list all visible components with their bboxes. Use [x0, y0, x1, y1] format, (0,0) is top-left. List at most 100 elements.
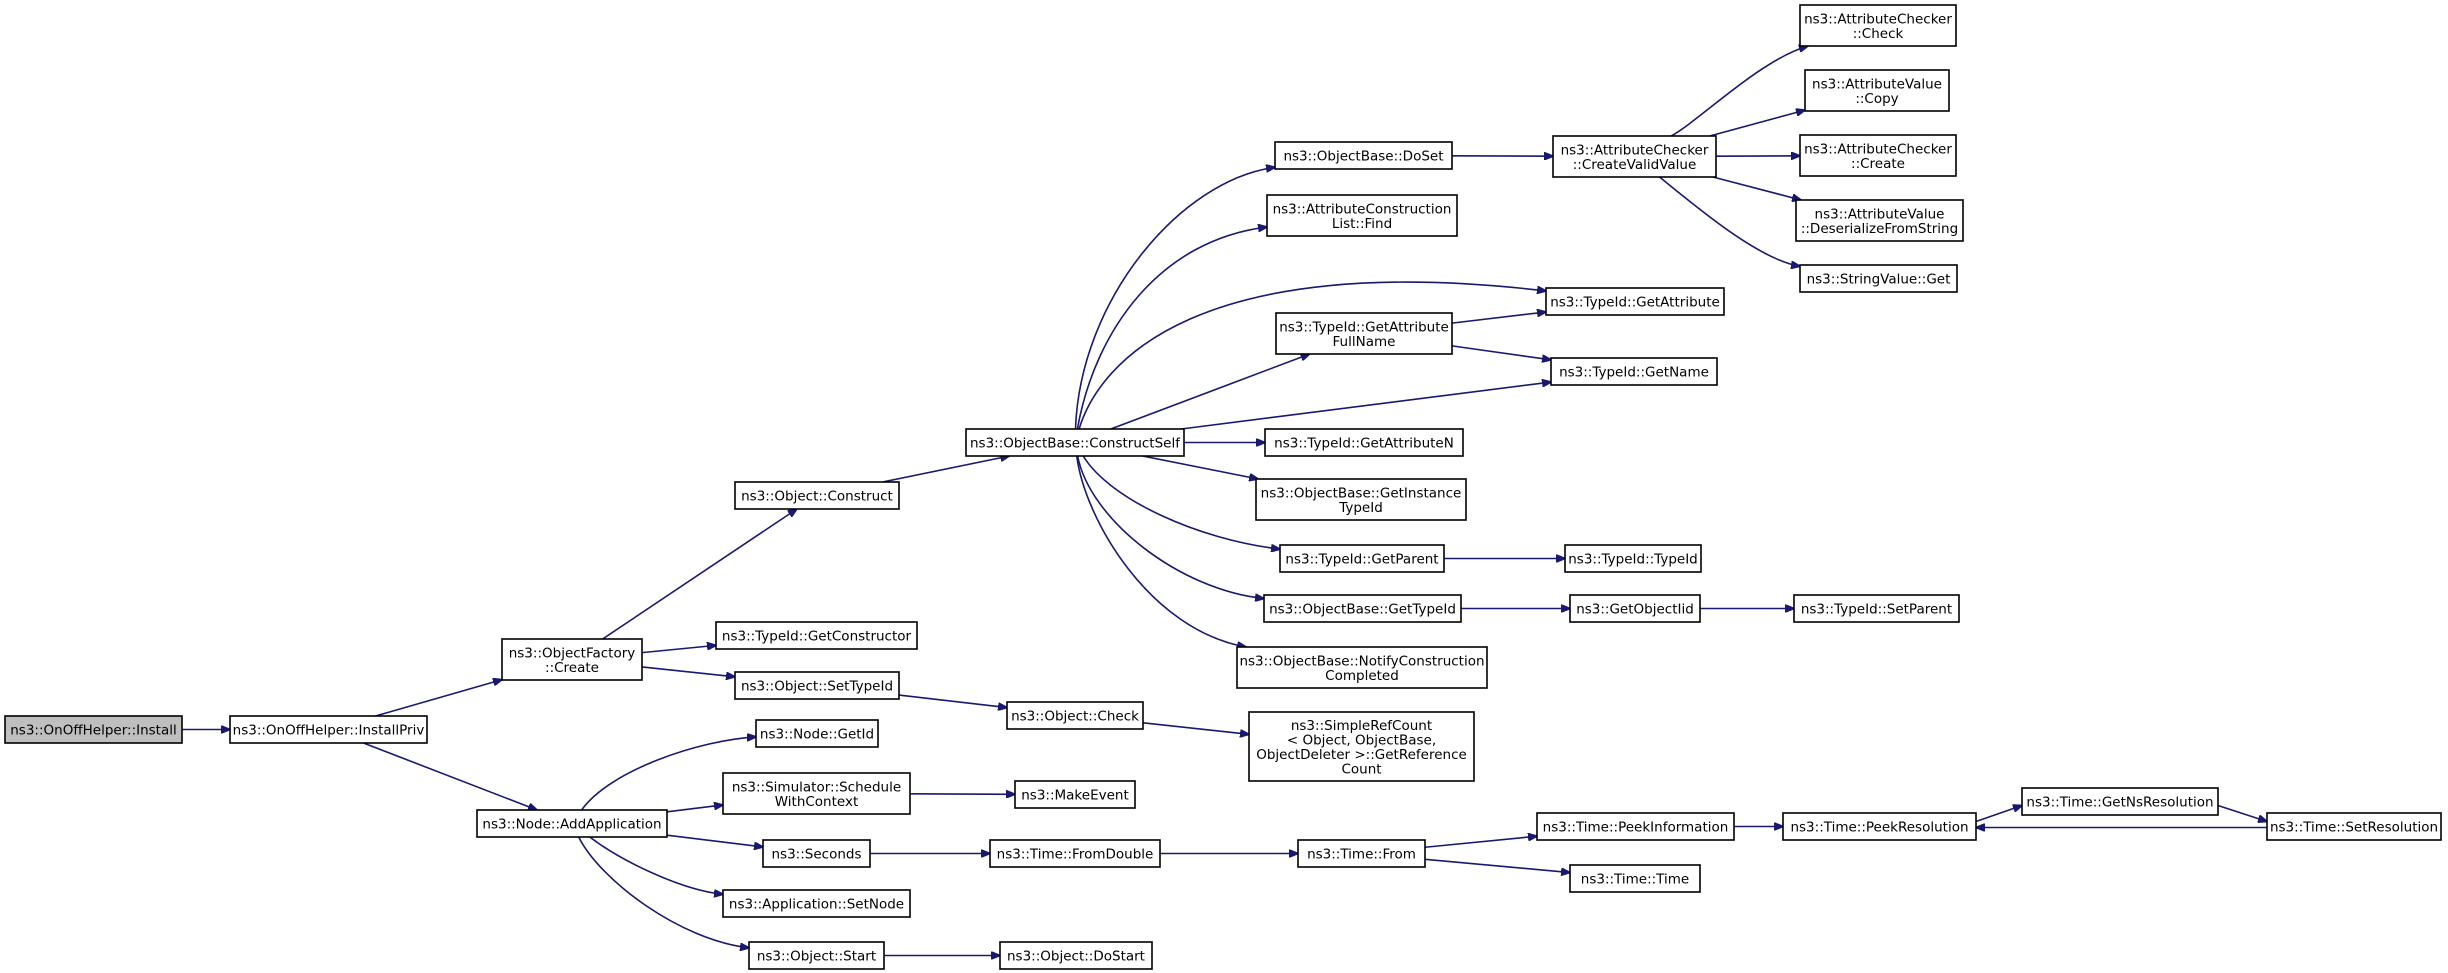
node-objbase_notify[interactable]: ns3::ObjectBase::NotifyConstructionCompl… — [1236, 646, 1488, 689]
edge-constructself-to-objbase_notify — [1075, 455, 1246, 647]
node-app_setnode[interactable]: ns3::Application::SetNode — [722, 889, 911, 918]
node-typeid_getparent[interactable]: ns3::TypeId::GetParent — [1279, 544, 1445, 573]
edge-time_from-to-time_peekinfo — [1424, 836, 1537, 849]
node-install[interactable]: ns3::OnOffHelper::Install — [4, 715, 183, 744]
node-typeid_getattributen[interactable]: ns3::TypeId::GetAttributeN — [1264, 428, 1464, 457]
node-stringvalue_get[interactable]: ns3::StringValue::Get — [1799, 264, 1958, 293]
node-box — [1263, 594, 1462, 623]
edge-objfactory_create-to-object_construct — [602, 509, 797, 640]
node-label: FullName — [1333, 334, 1396, 350]
node-label: ns3::AttributeConstruction — [1273, 201, 1452, 217]
edge-installpriv-to-objfactory_create — [375, 680, 502, 717]
node-box — [1545, 287, 1725, 316]
node-typeid_setparent[interactable]: ns3::TypeId::SetParent — [1793, 594, 1960, 623]
node-box — [1799, 4, 1957, 47]
node-seconds[interactable]: ns3::Seconds — [762, 839, 871, 868]
node-objbase_gettypeid[interactable]: ns3::ObjectBase::GetTypeId — [1263, 594, 1462, 623]
node-attrchecker_check[interactable]: ns3::AttributeChecker::Check — [1799, 4, 1957, 47]
edge-typeid_getattrfullname-to-typeid_getattribute — [1451, 312, 1546, 324]
node-box — [1804, 69, 1950, 112]
node-time_getnsres[interactable]: ns3::Time::GetNsResolution — [2021, 787, 2219, 816]
edge-time_getnsres-to-time_setres — [2217, 804, 2267, 822]
node-box — [229, 715, 428, 744]
node-objfactory_create[interactable]: ns3::ObjectFactory::Create — [501, 638, 643, 681]
node-box — [1782, 812, 1977, 841]
node-object_check[interactable]: ns3::Object::Check — [1006, 701, 1144, 730]
node-typeid_typeid[interactable]: ns3::TypeId::TypeId — [1564, 544, 1702, 573]
edge-objfactory_create-to-typeid_getconstructor — [641, 645, 716, 654]
node-node_addapp[interactable]: ns3::Node::AddApplication — [476, 809, 668, 838]
edge-node_addapp-to-app_setnode — [589, 836, 723, 894]
node-label: ns3::TypeId::GetAttributeN — [1274, 436, 1454, 452]
node-label: ns3::TypeId::GetParent — [1285, 552, 1438, 568]
node-box — [1569, 864, 1701, 893]
edge-constructself-to-typeid_getattrfullname — [1110, 354, 1310, 430]
node-box — [2266, 812, 2442, 841]
node-time_fromdouble[interactable]: ns3::Time::FromDouble — [989, 839, 1161, 868]
node-label: List::Find — [1332, 216, 1392, 232]
node-time_from[interactable]: ns3::Time::From — [1297, 839, 1426, 868]
node-node_getid[interactable]: ns3::Node::GetId — [755, 719, 879, 748]
node-time_setres[interactable]: ns3::Time::SetResolution — [2266, 812, 2442, 841]
node-typeid_getname[interactable]: ns3::TypeId::GetName — [1550, 357, 1718, 386]
node-box — [1279, 544, 1445, 573]
edge-attrchecker_createvalid-to-attrvalue_deserialize — [1712, 176, 1801, 200]
node-simplerefcount[interactable]: ns3::SimpleRefCount< Object, ObjectBase,… — [1248, 711, 1475, 782]
node-objbase_doset[interactable]: ns3::ObjectBase::DoSet — [1274, 141, 1453, 170]
node-label: ns3::ObjectBase::GetInstance — [1261, 485, 1462, 501]
node-time_peekinfo[interactable]: ns3::Time::PeekInformation — [1536, 812, 1735, 841]
node-installpriv[interactable]: ns3::OnOffHelper::InstallPriv — [229, 715, 428, 744]
edge-objfactory_create-to-object_settypeid — [641, 666, 735, 677]
node-label: ns3::ObjectBase::NotifyConstruction — [1239, 653, 1484, 669]
node-constructself[interactable]: ns3::ObjectBase::ConstructSelf — [965, 428, 1185, 457]
node-box — [1569, 594, 1701, 623]
node-typeid_getattribute[interactable]: ns3::TypeId::GetAttribute — [1545, 287, 1725, 316]
node-makeevent[interactable]: ns3::MakeEvent — [1014, 780, 1136, 809]
node-label: ns3::Time::FromDouble — [997, 847, 1154, 863]
node-getobjectiid[interactable]: ns3::GetObjectIid — [1569, 594, 1701, 623]
node-label: ns3::SimpleRefCount — [1291, 718, 1432, 734]
node-label: ns3::Time::GetNsResolution — [2026, 795, 2213, 811]
edge-node_addapp-to-seconds — [666, 834, 763, 847]
edge-constructself-to-typeid_getparent — [1082, 455, 1280, 549]
node-object_start[interactable]: ns3::Object::Start — [748, 941, 885, 970]
node-label: ns3::TypeId::GetAttribute — [1279, 319, 1449, 335]
node-time_time[interactable]: ns3::Time::Time — [1569, 864, 1701, 893]
node-attrchecker_create[interactable]: ns3::AttributeChecker::Create — [1799, 134, 1957, 177]
node-object_dostart[interactable]: ns3::Object::DoStart — [999, 941, 1153, 970]
node-box — [1014, 780, 1136, 809]
node-attrchecker_createvalid[interactable]: ns3::AttributeChecker::CreateValidValue — [1552, 135, 1717, 178]
edge-constructself-to-typeid_getname — [1181, 382, 1551, 430]
node-box — [965, 428, 1185, 457]
node-label: ::Create — [545, 660, 599, 676]
node-box — [1795, 199, 1964, 242]
node-label: ns3::TypeId::GetName — [1559, 365, 1709, 381]
node-label: Count — [1341, 761, 1381, 777]
node-time_peekres[interactable]: ns3::Time::PeekResolution — [1782, 812, 1977, 841]
edge-node_addapp-to-object_start — [577, 836, 749, 948]
node-box — [1275, 312, 1453, 355]
node-label: ns3::Object::SetTypeId — [741, 679, 893, 695]
node-object_construct[interactable]: ns3::Object::Construct — [734, 481, 900, 510]
edge-constructself-to-objbase_doset — [1074, 167, 1275, 430]
node-object_settypeid[interactable]: ns3::Object::SetTypeId — [734, 671, 900, 700]
node-box — [1793, 594, 1960, 623]
node-label: ::Copy — [1855, 91, 1898, 107]
node-label: ::Create — [1851, 156, 1905, 172]
node-box — [476, 809, 668, 838]
node-label: ns3::ObjectBase::DoSet — [1283, 149, 1443, 165]
node-box — [989, 839, 1161, 868]
node-box — [1266, 194, 1458, 237]
node-label: ns3::TypeId::SetParent — [1801, 602, 1952, 618]
node-label: TypeId — [1338, 500, 1383, 516]
node-attrvalue_copy[interactable]: ns3::AttributeValue::Copy — [1804, 69, 1950, 112]
node-typeid_getconstructor[interactable]: ns3::TypeId::GetConstructor — [715, 621, 918, 650]
node-box — [722, 772, 911, 815]
node-box — [748, 941, 885, 970]
node-attrvalue_deserialize[interactable]: ns3::AttributeValue::DeserializeFromStri… — [1795, 199, 1964, 242]
edge-attrchecker_createvalid-to-attrvalue_copy — [1709, 110, 1805, 137]
